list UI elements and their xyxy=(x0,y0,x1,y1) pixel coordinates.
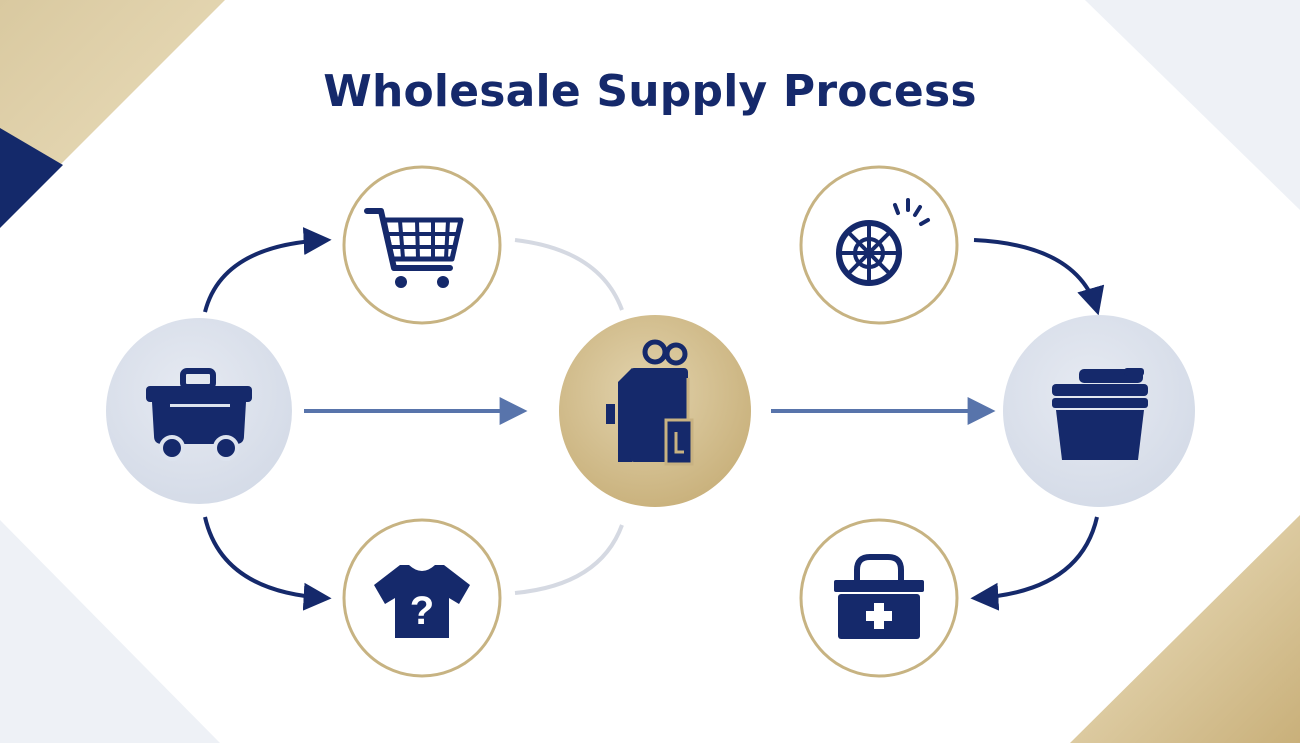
page-title: Wholesale Supply Process xyxy=(323,66,977,117)
node-storage xyxy=(1003,315,1195,507)
node-inquiry: ? xyxy=(342,518,502,678)
node-hub xyxy=(559,315,751,507)
gold-corner-shape-bottom-right xyxy=(1070,515,1300,743)
arrow-source-to-inquiry xyxy=(203,516,332,611)
shopping-cart-icon xyxy=(364,208,464,288)
navy-corner-shape xyxy=(0,128,63,228)
package-boxes-icon xyxy=(606,339,694,466)
arrow-storage-to-care xyxy=(970,516,1099,611)
connector-inquiry-to-hub xyxy=(514,524,624,595)
node-order xyxy=(342,165,502,325)
node-source xyxy=(106,318,292,504)
wheel-icon xyxy=(836,198,930,286)
connectors xyxy=(203,227,1105,611)
node-dispatch xyxy=(799,165,959,325)
connector-order-to-hub xyxy=(514,238,624,311)
svg-text:?: ? xyxy=(410,589,434,633)
cart-wagon-icon xyxy=(146,368,252,461)
tshirt-question-icon: ? xyxy=(374,565,470,638)
first-aid-kit-icon xyxy=(834,554,924,639)
gray-corner-shape-bottom-left xyxy=(0,520,220,743)
arrow-dispatch-to-storage xyxy=(973,238,1105,316)
arrow-source-to-order xyxy=(203,227,332,313)
gray-corner-shape-top-right xyxy=(1085,0,1300,210)
node-care xyxy=(799,518,959,678)
storage-container-icon xyxy=(1052,368,1148,460)
